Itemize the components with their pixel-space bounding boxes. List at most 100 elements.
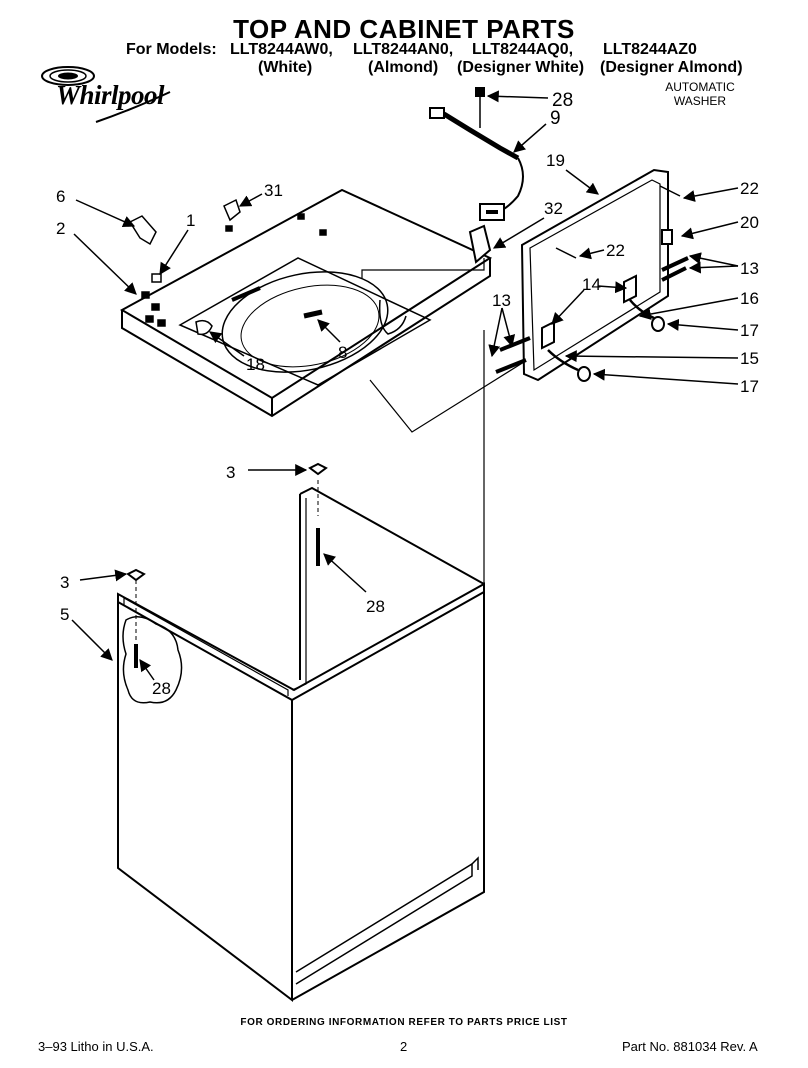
leader-31 <box>238 193 263 207</box>
callout-20: 20 <box>740 213 759 232</box>
assembly-line-actuator <box>361 258 485 278</box>
part-number: Part No. 881034 Rev. A <box>622 1039 758 1054</box>
product-type: AUTOMATIC WASHER <box>650 80 750 108</box>
leader-32 <box>492 217 545 249</box>
part-18-grommet <box>195 319 213 336</box>
harness-sleeve <box>442 111 520 161</box>
part-8-screw <box>303 309 323 319</box>
part-17-connector-b <box>577 366 591 382</box>
callout-13-b: 13 <box>492 291 511 310</box>
leader-22-a <box>682 187 739 202</box>
callout-28-low: 28 <box>152 679 171 698</box>
leader-1 <box>159 229 189 276</box>
leader-13-a1 <box>688 252 739 267</box>
top-slot <box>225 225 233 232</box>
product-type-line-2: WASHER <box>673 94 727 108</box>
leader-28-low <box>139 659 155 681</box>
leader-6 <box>75 199 136 228</box>
rear-panel-inner <box>529 179 661 372</box>
part-22-screw-a <box>659 185 681 197</box>
leader-22-b <box>578 247 605 260</box>
callout-19: 19 <box>546 151 565 170</box>
lid-hinge-bar <box>231 286 261 302</box>
callout-numbers: 28 9 19 22 20 22 13 14 16 13 17 15 17 6 … <box>56 90 759 698</box>
leader-15 <box>564 350 739 363</box>
leader-2 <box>73 233 137 295</box>
part-1-clip <box>151 273 162 283</box>
product-type-line-1: AUTOMATIC <box>665 80 735 94</box>
leader-5 <box>71 619 113 661</box>
model-code-designer-white: LLT8244AQ0, <box>472 41 574 58</box>
callout-6: 6 <box>56 187 65 206</box>
top-slot <box>151 303 160 311</box>
callout-14: 14 <box>582 275 601 294</box>
model-code-white: LLT8244AW0, <box>230 41 333 58</box>
part-6-bracket <box>128 215 157 246</box>
part-17-connector-a <box>651 316 665 332</box>
models-label: For Models: <box>126 41 217 58</box>
part-15-hose <box>547 349 579 372</box>
part-20-clip <box>661 229 673 245</box>
tub-inner-ring <box>240 284 380 368</box>
top-slot <box>297 213 305 220</box>
washer-cabinet <box>117 462 485 1003</box>
part-3-clip-b <box>126 568 146 582</box>
rear-panel <box>495 168 689 382</box>
top-slot <box>157 319 166 327</box>
leader-14-b <box>551 289 585 325</box>
callout-5: 5 <box>60 605 69 624</box>
variant-almond: (Almond) <box>368 59 439 76</box>
cabinet-front-inner <box>123 596 289 696</box>
leader-13-a2 <box>688 261 739 274</box>
callout-22-b: 22 <box>606 241 625 260</box>
top-slot <box>319 229 327 236</box>
brand-logo: Whirlpool <box>36 60 176 130</box>
cabinet-front <box>117 600 293 1003</box>
lid-switch-harness <box>429 87 524 264</box>
cabinet-cutaway <box>122 616 183 704</box>
leader-9 <box>513 123 547 153</box>
part-14-clamp-b <box>541 320 555 350</box>
assembly-line-rear <box>369 361 525 433</box>
cabinet-side <box>291 590 485 1001</box>
callout-3-b: 3 <box>60 573 69 592</box>
callout-31: 31 <box>264 181 283 200</box>
lid-hinge-recess <box>378 299 407 335</box>
part-13-screw-c <box>499 336 531 352</box>
leader-18 <box>209 331 245 357</box>
top-slot <box>145 315 154 323</box>
cabinet-toe-kick <box>295 862 473 985</box>
leader-3-b <box>79 569 128 582</box>
leader-8 <box>317 319 341 343</box>
callout-17-b: 17 <box>740 377 759 396</box>
page-title: TOP AND CABINET PARTS <box>233 14 575 44</box>
litho-note: 3–93 Litho in U.S.A. <box>38 1039 154 1054</box>
part-3-clip-a <box>308 462 328 476</box>
callout-22-a: 22 <box>740 179 759 198</box>
leader-28-mid <box>323 553 367 593</box>
callout-13-a: 13 <box>740 259 759 278</box>
rear-panel-outline <box>520 168 669 382</box>
tub-opening <box>221 271 389 373</box>
callout-18: 18 <box>246 355 265 374</box>
brand-name: Whirlpool <box>56 80 165 110</box>
part-32-actuator <box>468 224 492 264</box>
part-22-screw-b <box>555 247 577 259</box>
cabinet-top-flange <box>117 582 485 692</box>
leader-20 <box>680 221 739 240</box>
part-31-bracket <box>223 198 241 222</box>
leader-13-b2 <box>501 307 516 348</box>
ordering-note: FOR ORDERING INFORMATION REFER TO PARTS … <box>240 1017 568 1028</box>
model-code-almond: LLT8244AN0, <box>353 41 454 58</box>
cabinet-rear-top <box>299 486 485 585</box>
top-hardware <box>128 198 327 336</box>
callout-9: 9 <box>550 108 561 129</box>
cabinet-toe-kick-end <box>471 856 479 870</box>
callout-8: 8 <box>338 343 347 362</box>
callout-28-top: 28 <box>552 90 573 111</box>
variant-white: (White) <box>258 59 313 76</box>
part-13-screw-d <box>495 358 527 374</box>
callout-15: 15 <box>740 349 759 368</box>
callout-17-a: 17 <box>740 321 759 340</box>
part-14-clamp-a <box>623 274 637 304</box>
